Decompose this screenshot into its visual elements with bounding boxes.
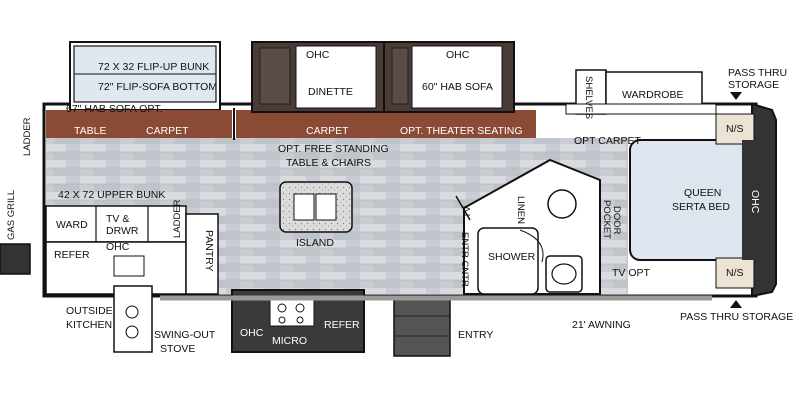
hab-sofa-label: 60" HAB SOFA [422,81,493,93]
ns-top-label: N/S [726,123,744,135]
outside-kitchen-label-2: KITCHEN [66,319,112,331]
upper-bunk-label: 42 X 72 UPPER BUNK [58,189,165,201]
bedroom [597,113,768,289]
ohc-left-label: OHC [106,241,130,253]
outside-kitchen-label-1: OUTSIDE [66,305,113,317]
ns-bottom-label: N/S [726,267,744,279]
ladder-small-label: LADDER [172,199,183,238]
free-standing-label-1: OPT. FREE STANDING [278,143,389,155]
island-label: ISLAND [296,237,334,249]
bunk-lower-label: 72" FLIP-SOFA BOTTOM [98,81,217,93]
bunk-upper-label: 72 X 32 FLIP-UP BUNK [98,61,209,73]
awning-label: 21' AWNING [572,319,631,331]
entr-cntr-label: ENTR CNTR [459,232,470,287]
pass-thru-top-arrow [730,92,742,100]
outside-kitchen [113,285,153,353]
ohc-sofa-label: OHC [446,49,470,61]
shelves-label: SHELVES [583,76,594,119]
carpet-mid-band [236,110,536,138]
table-label: TABLE [74,125,106,137]
bathroom [455,158,601,295]
carpet-left-band [46,110,232,138]
pantry-label: PANTRY [203,230,215,272]
linen-label: LINEN [515,196,526,224]
wardrobe-label: WARDROBE [622,89,683,101]
swing-out-label-1: SWING-OUT [154,329,216,341]
micro-label: MICRO [272,335,307,347]
carpet-mid-label: CARPET [306,125,349,137]
swing-out-label-2: STOVE [160,343,195,355]
gas-grill-label: GAS GRILL [6,190,17,240]
entry-label: ENTRY [458,329,493,341]
pass-thru-top-label-1: PASS THRU [728,67,787,79]
pocket-door-label-2: DOOR [611,206,622,235]
dinette-label: DINETTE [308,86,353,98]
ohc-bed-label: OHC [749,190,761,214]
labels: 72 X 32 FLIP-UP BUNK 72" FLIP-SOFA BOTTO… [6,49,793,355]
refer-left-label: REFER [54,249,90,261]
pass-thru-bottom-arrow [730,300,742,308]
pocket-door-label-1: POCKET [601,200,612,239]
dinette-slide [251,41,515,113]
refer-kitchen-label: REFER [324,319,360,331]
queen-label-2: SERTA BED [672,201,730,213]
ohc-kitchen-label: OHC [240,327,264,339]
queen-label-1: QUEEN [684,187,721,199]
ladder-left-label: LADDER [22,117,33,156]
tv-drwr-label-1: TV & [106,213,129,225]
island [279,181,353,233]
wardrobe-area [565,69,717,115]
free-standing-label-2: TABLE & CHAIRS [286,157,371,169]
ohc-dinette-label: OHC [306,49,330,61]
tv-drwr-label-2: DRWR [106,225,139,237]
tv-opt-label: TV OPT [612,267,651,279]
entry-steps [393,295,451,357]
carpet-left-label: CARPET [146,125,189,137]
tv-label: TV [462,205,473,218]
hab-sofa-opt-label: 67" HAB SOFA OPT. [66,103,163,115]
theater-seating-label: OPT. THEATER SEATING [400,125,523,137]
shower-label: SHOWER [488,251,536,263]
opt-carpet-label: OPT CARPET [574,135,641,147]
pass-thru-bottom-label: PASS THRU STORAGE [680,311,793,323]
pass-thru-top-label-2: STORAGE [728,79,779,91]
bunk-slide [69,41,221,111]
ward-label: WARD [56,219,88,231]
